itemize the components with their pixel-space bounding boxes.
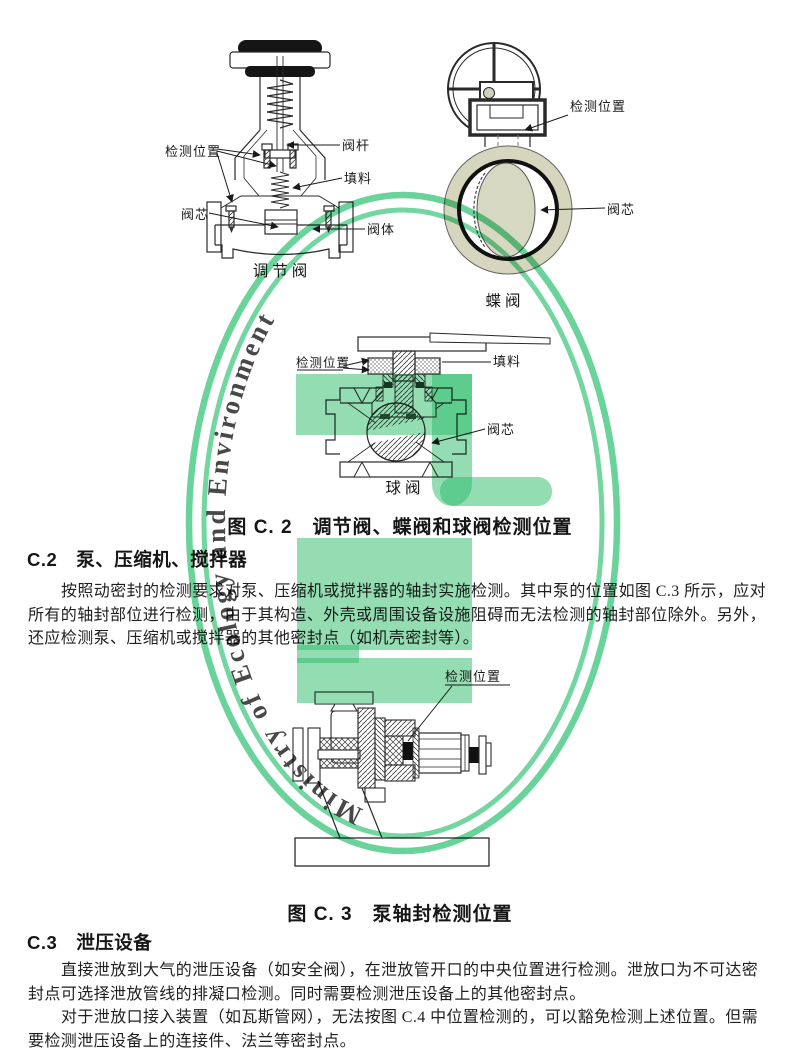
- control-valve-caption: 调节阀: [253, 262, 312, 280]
- paragraph-line: 所有的轴封部位进行检测，由于其构造、外壳或周围设备设施阻碍而无法检测的轴封部位除…: [28, 606, 767, 624]
- control-valve-detect-label: 检测位置: [165, 144, 221, 159]
- section-c3-paragraphs: 直接泄放到大气的泄压设备（如安全阀），在泄放管开口的中央位置进行检测。泄放口为不…: [28, 959, 758, 1053]
- ball-valve-core-label: 阀芯: [487, 422, 515, 437]
- ball-valve-detect-label: 检测位置: [296, 355, 350, 370]
- butterfly-valve-diagram: 检测位置 阀芯 蝶阀: [443, 42, 635, 310]
- control-valve-diagram: 检测位置 阀芯 阀杆 填料 阀体 调节阀: [165, 40, 395, 280]
- paragraph-line: 要检测泄压设备上的连接件、法兰等密封点。: [28, 1032, 357, 1050]
- paragraph-line: 直接泄放到大气的泄压设备（如安全阀），在泄放管开口的中央位置进行检测。泄放口为不…: [61, 962, 759, 979]
- control-valve-body-label: 阀体: [367, 222, 395, 237]
- paragraph-line: 封点可选择泄放管线的排凝口检测。同时需要检测泄压设备上的其他密封点。: [28, 985, 586, 1003]
- ball-valve-diagram: 检测位置 填料 阀芯 球阀: [296, 332, 551, 497]
- control-valve-core-label: 阀芯: [181, 207, 209, 222]
- paragraph-line: 对于泄放口接入装置（如瓦斯管网），无法按图 C.4 中位置检测的，可以豁免检测上…: [61, 1009, 759, 1026]
- figure-c2-caption: 图 C. 2 调节阀、蝶阀和球阀检测位置: [227, 517, 573, 538]
- paragraph-line: 按照动密封的检测要求对泵、压缩机或搅拌器的轴封实施检测。其中泵的位置如图 C.3…: [61, 583, 767, 600]
- pump-detect-label: 检测位置: [445, 669, 501, 684]
- figure-c3-caption: 图 C. 3 泵轴封检测位置: [287, 904, 513, 925]
- section-c2-paragraph: 按照动密封的检测要求对泵、压缩机或搅拌器的轴封实施检测。其中泵的位置如图 C.3…: [28, 580, 766, 651]
- butterfly-valve-caption: 蝶阀: [485, 292, 524, 310]
- control-valve-stem-label: 阀杆: [342, 138, 370, 153]
- butterfly-valve-core-label: 阀芯: [607, 202, 635, 217]
- ball-valve-packing-label: 填料: [493, 354, 521, 369]
- section-c3-heading: C.3 泄压设备: [27, 932, 153, 953]
- pump-diagram: 检测位置: [292, 669, 510, 867]
- paragraph-line: 还应检测泵、压缩机或搅拌器的其他密封点（如机壳密封等）。: [28, 630, 480, 647]
- control-valve-packing-label: 填料: [344, 171, 372, 186]
- butterfly-valve-detect-label: 检测位置: [570, 99, 626, 114]
- section-c2-heading: C.2 泵、压缩机、搅拌器: [27, 549, 248, 570]
- ball-valve-caption: 球阀: [385, 479, 424, 497]
